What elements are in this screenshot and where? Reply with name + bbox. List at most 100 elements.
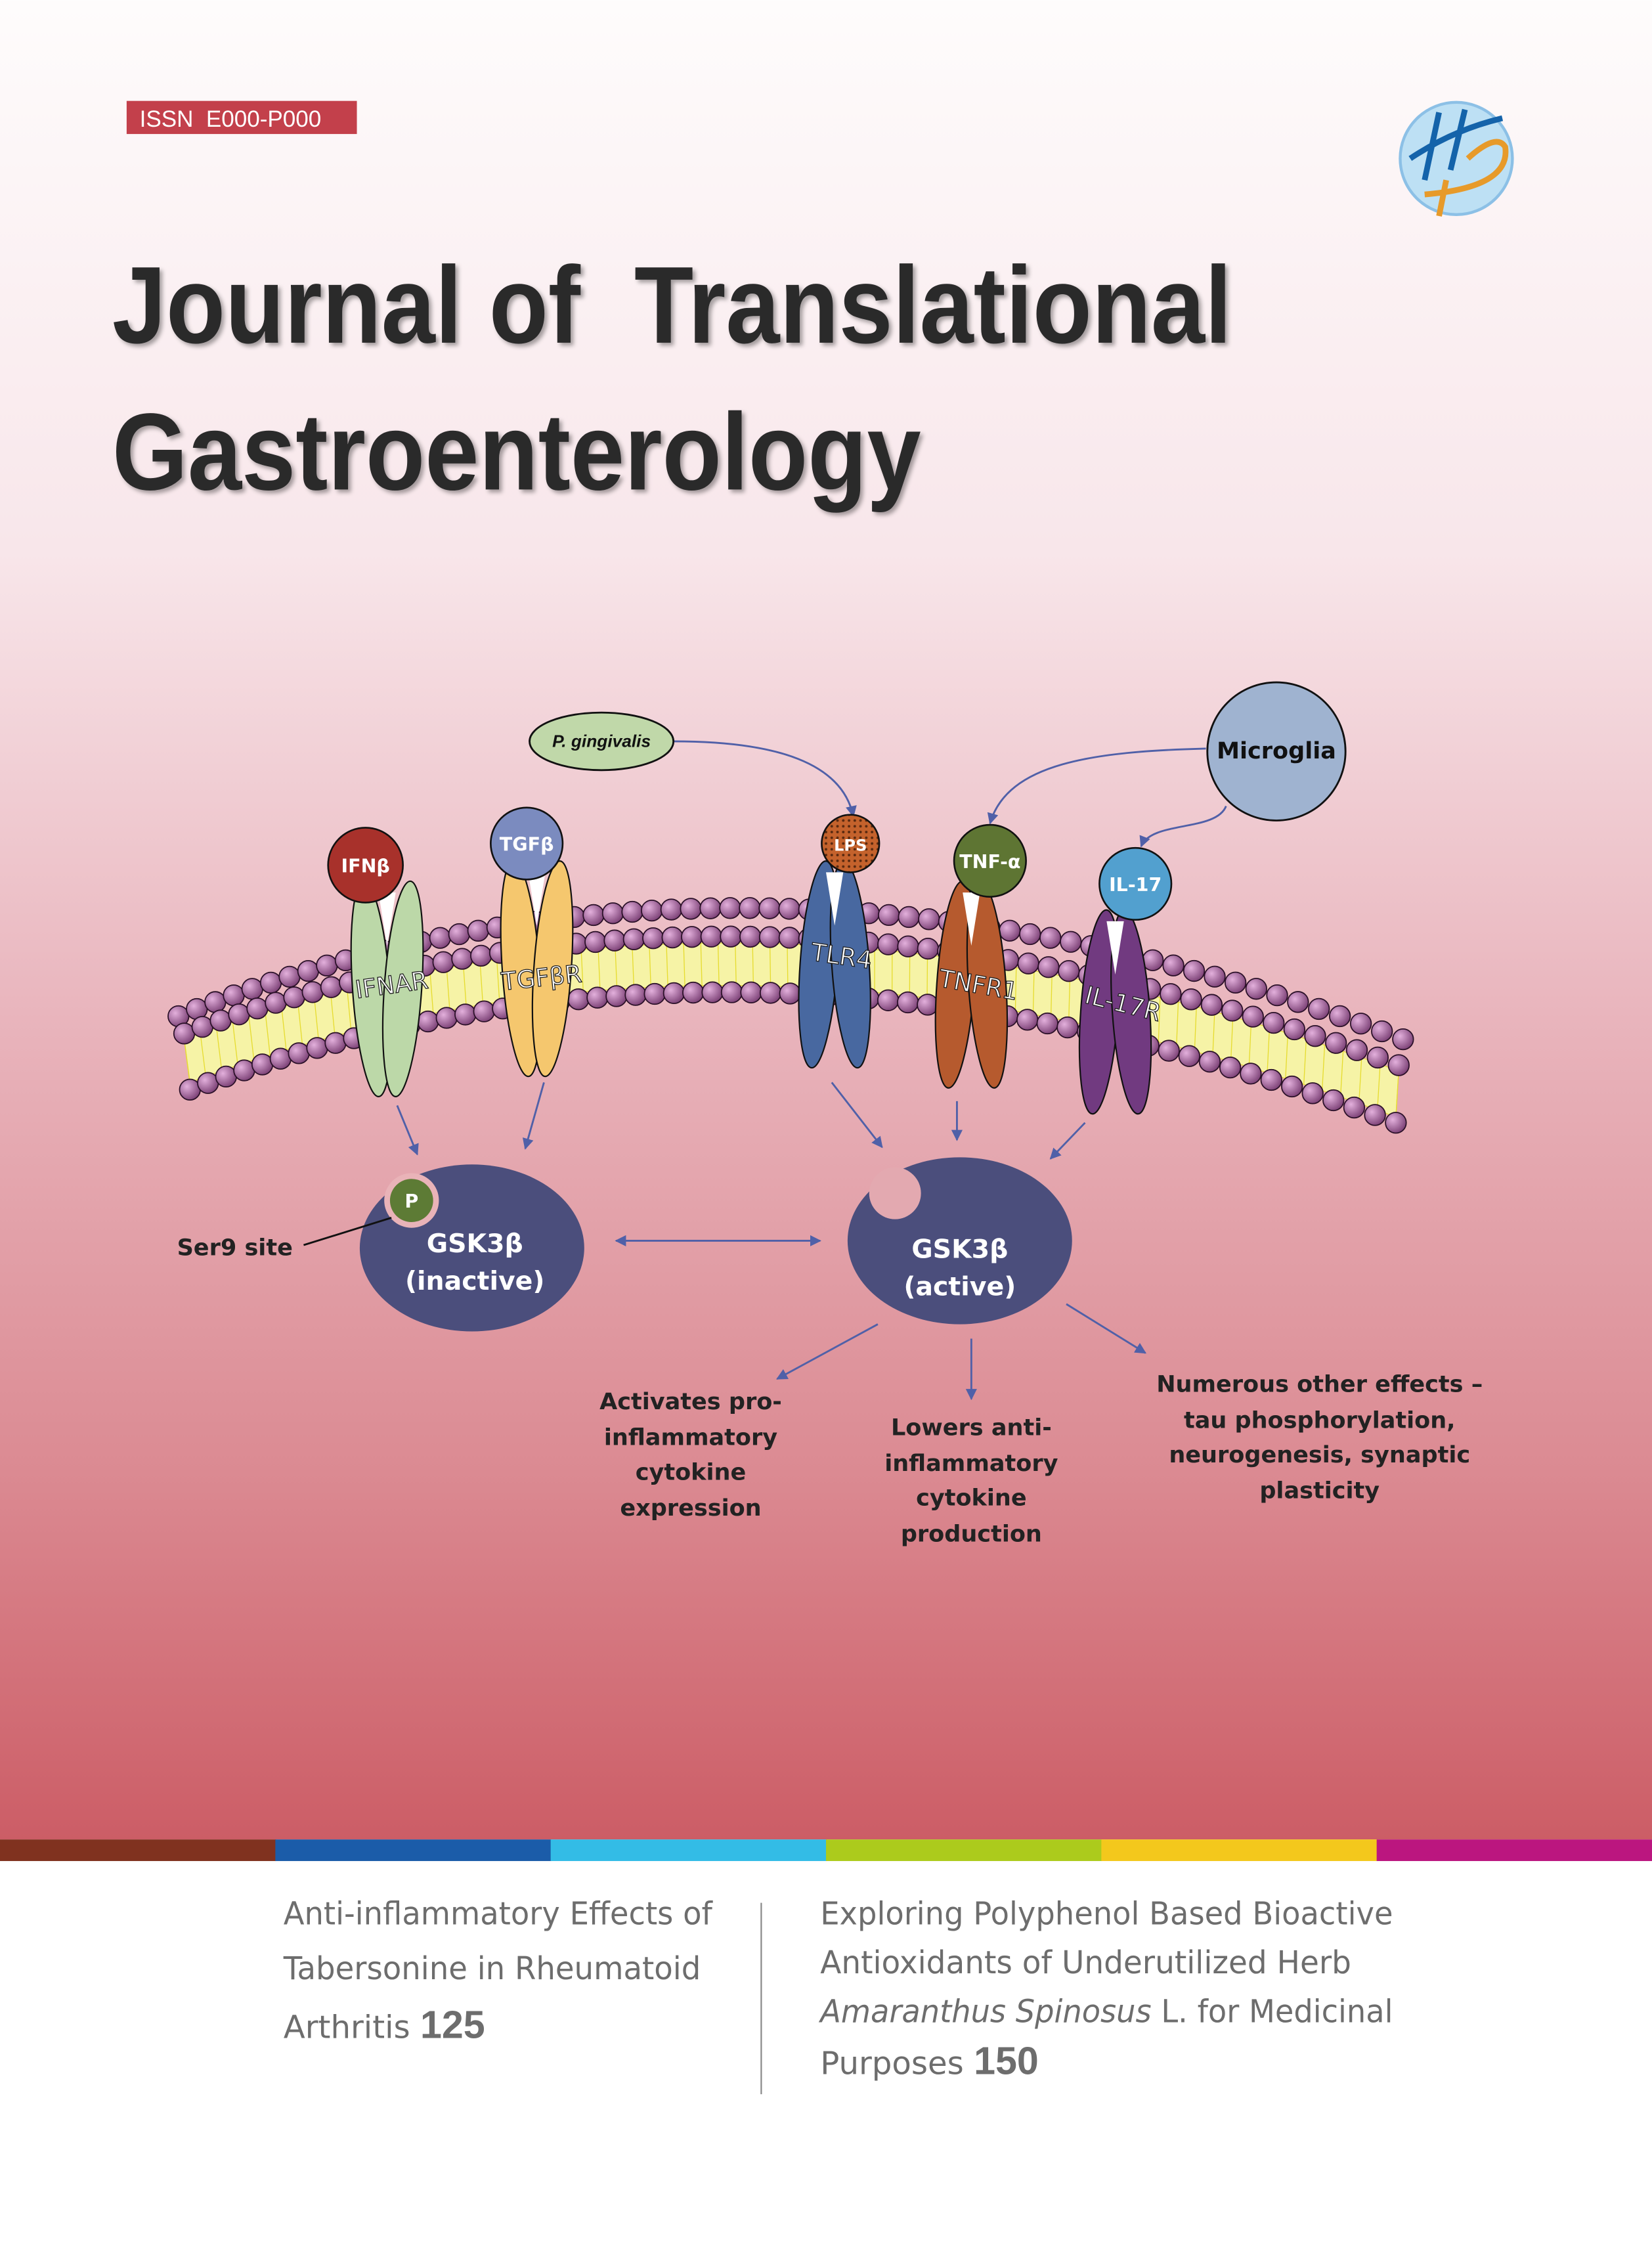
microglia-label: Microglia bbox=[1217, 737, 1336, 764]
effect-line: tau phosphorylation, bbox=[1184, 1407, 1456, 1434]
effect-line: plasticity bbox=[1259, 1478, 1380, 1504]
lipid-head bbox=[643, 982, 666, 1005]
lipid-head bbox=[758, 926, 781, 948]
lipid-head bbox=[1016, 1009, 1039, 1031]
lipid-head bbox=[1322, 1089, 1345, 1112]
issn-text: ISSN E000-P000 bbox=[140, 106, 322, 132]
color-bar-segment bbox=[1376, 1839, 1652, 1862]
lipid-head bbox=[209, 1009, 232, 1032]
lipid-head bbox=[251, 1053, 274, 1076]
lipid-head bbox=[586, 986, 609, 1009]
lipid-head bbox=[1242, 1005, 1264, 1028]
lipid-head bbox=[429, 927, 451, 949]
ligand-il17: IL-17 bbox=[1098, 846, 1173, 921]
lipid-head bbox=[877, 989, 900, 1011]
ligand-label: IL-17 bbox=[1109, 874, 1162, 896]
lipid-head bbox=[1287, 991, 1309, 1013]
lipid-head bbox=[1158, 1040, 1180, 1062]
lipid-head bbox=[324, 1032, 347, 1054]
lipid-head bbox=[898, 906, 920, 929]
phosphate-label: P bbox=[404, 1191, 418, 1212]
effect-line: Activates pro- bbox=[599, 1388, 782, 1415]
ligand-ifnb: IFNβ bbox=[327, 827, 404, 904]
lipid-head bbox=[278, 965, 301, 988]
receptor-label: TLR4 bbox=[809, 937, 874, 975]
ser9-label: Ser9 site bbox=[177, 1234, 293, 1261]
lipid-head bbox=[470, 944, 492, 967]
article-title-line: Anti-inflammatory Effects of bbox=[284, 1895, 713, 1932]
lipid-head bbox=[917, 937, 940, 960]
receptor-tlr4: TLR4 bbox=[798, 860, 875, 1069]
ligand-label: TGFβ bbox=[500, 834, 554, 856]
effect-line: Lowers anti- bbox=[891, 1414, 1052, 1441]
lipid-head bbox=[283, 986, 305, 1009]
ligand-label: LPS bbox=[834, 837, 867, 855]
article-page-number: 125 bbox=[420, 2003, 485, 2047]
lipid-head bbox=[1371, 1020, 1393, 1043]
lipid-head bbox=[740, 981, 762, 1003]
svg-text:Purposes 150: Purposes 150 bbox=[820, 2038, 1039, 2082]
lipid-head bbox=[228, 1003, 250, 1026]
journal-title-line1: Journal of Translational bbox=[112, 244, 1232, 366]
lipid-head bbox=[719, 897, 741, 919]
lipid-head bbox=[605, 985, 628, 1007]
lipid-head bbox=[1301, 1082, 1324, 1105]
effect-line: cytokine bbox=[916, 1485, 1027, 1512]
lipid-head bbox=[297, 959, 320, 982]
lipid-head bbox=[897, 935, 919, 957]
article-1[interactable]: Anti-inflammatory Effects of Tabersonine… bbox=[283, 1895, 713, 2046]
lipid-head bbox=[1219, 1056, 1242, 1079]
lipid-head bbox=[720, 981, 743, 1003]
article-title-line: Tabersonine in Rheumatoid bbox=[283, 1950, 701, 1987]
lipid-head bbox=[173, 1022, 196, 1045]
lipid-head bbox=[584, 931, 607, 953]
lipid-head bbox=[320, 976, 343, 998]
effect-line: production bbox=[901, 1521, 1042, 1548]
color-bar-segment bbox=[0, 1839, 276, 1862]
lipid-head bbox=[1343, 1096, 1366, 1119]
lipid-head bbox=[1183, 959, 1206, 982]
lipid-head bbox=[1245, 978, 1267, 1000]
gsk3b-active-label: GSK3β bbox=[911, 1235, 1008, 1265]
lipid-head bbox=[701, 981, 724, 1003]
ligand-label: TNF-α bbox=[959, 851, 1020, 873]
lipid-head bbox=[1283, 1018, 1306, 1041]
lipid-head bbox=[778, 927, 801, 949]
lipid-head bbox=[1019, 923, 1041, 946]
lipid-head bbox=[246, 997, 269, 1020]
lipid-head bbox=[720, 925, 742, 948]
gsk3b-inactive: P GSK3β (inactive) bbox=[359, 1164, 584, 1332]
lipid-head bbox=[223, 984, 245, 1007]
lipid-head bbox=[877, 933, 900, 955]
p-gingivalis-node: P. gingivalis bbox=[529, 711, 675, 772]
lipid-head bbox=[778, 898, 800, 920]
ligand-lps: LPS bbox=[821, 814, 880, 873]
lipid-head bbox=[1225, 971, 1247, 994]
article-title-line: Purposes bbox=[820, 2045, 964, 2082]
effect-anti-inflammatory: Lowers anti- inflammatory cytokine produ… bbox=[884, 1414, 1058, 1547]
lipid-head bbox=[1385, 1112, 1407, 1134]
lipid-head bbox=[1392, 1028, 1414, 1051]
lipid-head bbox=[1058, 960, 1080, 982]
article-title-line: L. for Medicinal bbox=[1152, 1994, 1393, 2030]
lipid-head bbox=[999, 919, 1021, 942]
effect-line: expression bbox=[620, 1495, 761, 1522]
lipid-head bbox=[601, 902, 624, 925]
lipid-head bbox=[1036, 1012, 1058, 1035]
lipid-head bbox=[1260, 1068, 1282, 1091]
lipid-head bbox=[448, 923, 470, 946]
article-2[interactable]: Exploring Polyphenol Based Bioactive Ant… bbox=[818, 1895, 1393, 2082]
article-title-line: Arthritis bbox=[284, 2009, 410, 2046]
lipid-head bbox=[1328, 1005, 1351, 1028]
lipid-head bbox=[1204, 965, 1226, 988]
lipid-head bbox=[582, 904, 605, 927]
lipid-head bbox=[467, 919, 489, 942]
lipid-head bbox=[288, 1042, 310, 1064]
lipid-head bbox=[682, 981, 705, 1004]
gsk3b-active: GSK3β (active) bbox=[847, 1157, 1072, 1325]
effect-line: inflammatory bbox=[604, 1424, 777, 1451]
color-bar bbox=[0, 1839, 1652, 1862]
lipid-head bbox=[233, 1059, 255, 1082]
lipid-head bbox=[642, 927, 664, 950]
lipid-head bbox=[567, 988, 590, 1011]
